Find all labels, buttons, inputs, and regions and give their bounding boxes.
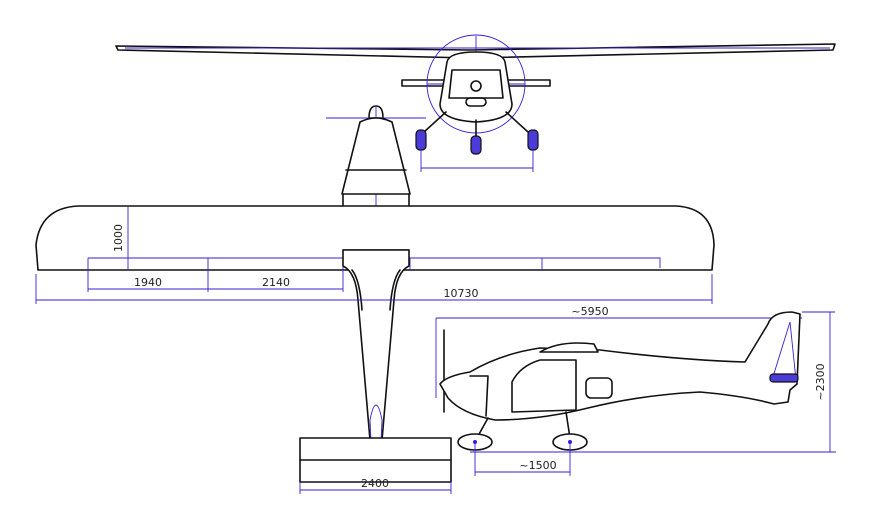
side-view-window <box>511 359 577 413</box>
length-label: ~5950 <box>571 305 608 318</box>
front-nose-wheel <box>470 135 482 155</box>
front-left-wheel <box>415 129 427 151</box>
top-view-canopy <box>341 117 411 195</box>
side-view-fuselage <box>439 311 801 421</box>
front-view <box>115 34 836 172</box>
wingspan-label: 10730 <box>444 287 479 300</box>
side-view-canopy <box>539 342 599 353</box>
top-view-fuselage <box>342 249 410 441</box>
side-view-elevator <box>769 373 799 383</box>
front-view-wing <box>115 43 836 59</box>
side-view <box>435 311 836 476</box>
aileron-span-label: 2140 <box>262 276 290 289</box>
chord-label: 1000 <box>112 224 125 252</box>
top-view <box>35 105 715 494</box>
top-view-wing <box>35 205 715 271</box>
flap-span-label: 1940 <box>134 276 162 289</box>
wheelbase-label: ~1500 <box>519 459 556 472</box>
height-label: ~2300 <box>814 363 827 400</box>
side-view-nose-gear <box>477 417 489 437</box>
stabilizer-span-label: 2400 <box>361 477 389 490</box>
front-right-wheel <box>527 129 539 151</box>
side-view-rear-window <box>585 377 613 399</box>
